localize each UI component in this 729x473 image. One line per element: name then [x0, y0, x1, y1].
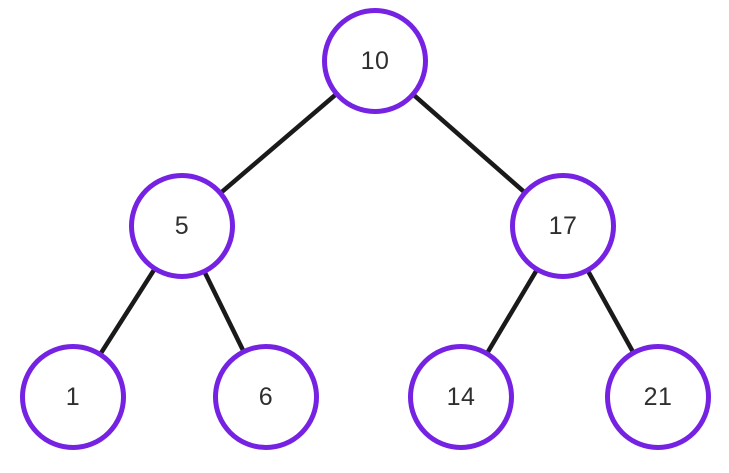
node-value: 1	[65, 382, 81, 411]
tree-node-root: 10	[322, 8, 428, 114]
tree-node-right-left: 14	[408, 344, 514, 450]
node-value: 17	[548, 211, 578, 240]
node-value: 14	[446, 382, 476, 411]
tree-node-right: 17	[510, 173, 616, 279]
tree-node-left: 5	[129, 173, 235, 279]
node-value: 6	[258, 382, 274, 411]
node-value: 5	[174, 211, 190, 240]
node-value: 21	[643, 382, 673, 411]
tree-node-left-left: 1	[20, 344, 126, 450]
tree-node-right-right: 21	[605, 344, 711, 450]
node-value: 10	[360, 46, 390, 75]
tree-node-left-right: 6	[213, 344, 319, 450]
